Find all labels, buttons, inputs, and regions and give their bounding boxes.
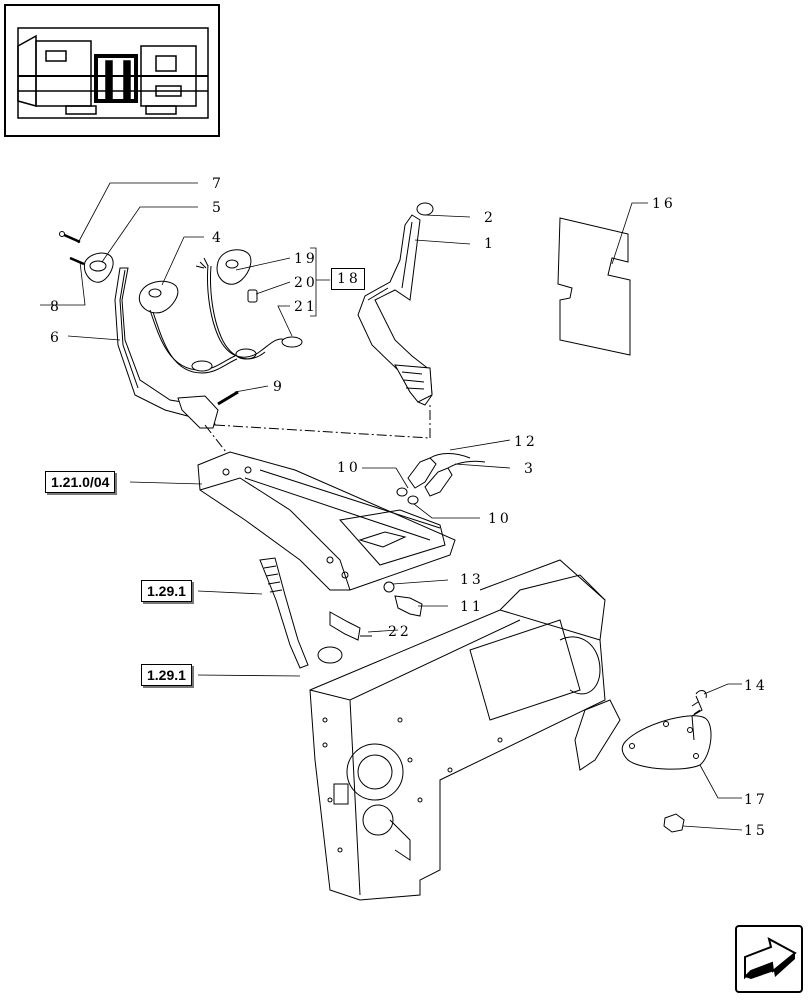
reference-link-cover-label: 1.21.0/04: [51, 474, 110, 490]
next-page-arrow-button[interactable]: [735, 925, 803, 993]
transmission-cover-housing: [197, 451, 456, 591]
callout-4: 4: [212, 230, 224, 246]
cover-plate: [621, 690, 712, 770]
callout-16: 16: [652, 196, 676, 212]
callout-6: 6: [50, 330, 62, 346]
range-lever-assembly: [59, 231, 257, 429]
washer: [383, 581, 395, 593]
reference-link-shaft-label: 1.29.1: [147, 583, 186, 599]
pressure-sensors: [396, 453, 486, 505]
callout-14: 14: [744, 678, 768, 694]
callout-13: 13: [460, 572, 484, 588]
reference-link-cover[interactable]: 1.21.0/04: [45, 471, 116, 493]
assembly-group-label: 18: [337, 271, 361, 287]
callout-12: 12: [514, 434, 538, 450]
callout-11: 11: [460, 599, 484, 615]
selector-switch-assembly: [195, 249, 303, 360]
gasket-plate: [557, 217, 631, 356]
callout-8: 8: [50, 299, 62, 315]
callout-15: 15: [744, 823, 768, 839]
switch-sensor: [394, 595, 423, 617]
temperature-sender: [329, 611, 361, 641]
next-page-arrow-icon: [744, 937, 797, 980]
callout-19: 19: [294, 251, 318, 267]
nut: [663, 813, 685, 833]
shaft-component: [259, 557, 343, 669]
transmission-thumbnail: [4, 4, 220, 137]
callout-10a: 10: [337, 460, 361, 476]
callout-3: 3: [524, 461, 536, 477]
reference-link-shaft-lower[interactable]: 1.29.1: [141, 664, 192, 686]
callout-5: 5: [212, 200, 224, 216]
transmission-thumbnail-drawing: [17, 27, 209, 119]
callout-22: 22: [388, 624, 412, 640]
callout-17: 17: [744, 792, 768, 808]
callout-labels: 7 5 4 8 6 19 20 21 9 2 1 16 12 3 10 10 1…: [50, 176, 768, 839]
gear-lever-assembly: [357, 202, 434, 406]
assembly-group-box: 18: [331, 268, 365, 290]
callout-20: 20: [294, 275, 318, 291]
callout-9: 9: [273, 379, 285, 395]
reference-link-shaft-lower-label: 1.29.1: [147, 667, 186, 683]
callout-21: 21: [294, 299, 318, 315]
reference-link-shaft[interactable]: 1.29.1: [141, 580, 192, 602]
rear-transmission-housing: [309, 559, 621, 901]
callout-1: 1: [484, 236, 496, 252]
callout-2: 2: [484, 210, 496, 226]
callout-10b: 10: [488, 511, 512, 527]
callout-7: 7: [212, 176, 224, 192]
